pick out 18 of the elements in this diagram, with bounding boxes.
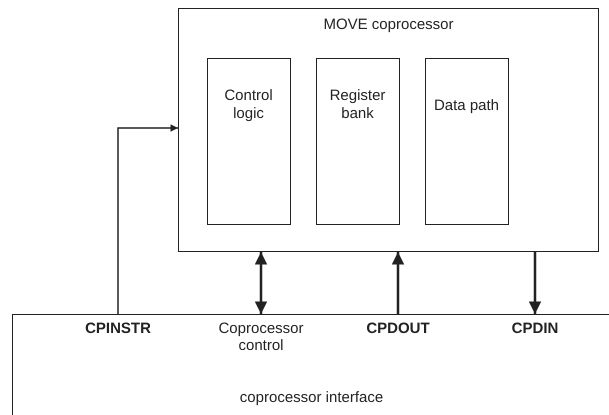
- coprocessor-box: [178, 8, 599, 252]
- arrow: [117, 124, 178, 314]
- box-heading: MOVE coprocessor: [322, 16, 455, 33]
- interface-panel: [12, 314, 609, 415]
- arrow: [254, 252, 268, 314]
- block-label: Control logic: [223, 86, 274, 122]
- block-box: [316, 58, 400, 224]
- block-label: Data path: [432, 96, 500, 114]
- signal-label: CPDIN: [512, 320, 558, 337]
- box-heading: coprocessor interface: [238, 389, 384, 406]
- signal-label: CPDOUT: [366, 320, 430, 337]
- block-box: [424, 58, 508, 224]
- signal-label: CPINSTR: [85, 320, 151, 337]
- arrow: [392, 252, 404, 314]
- signal-label: Coprocessor control: [217, 320, 305, 354]
- arrow: [528, 252, 542, 314]
- block-label: Register bank: [328, 86, 386, 122]
- block-box: [206, 58, 290, 224]
